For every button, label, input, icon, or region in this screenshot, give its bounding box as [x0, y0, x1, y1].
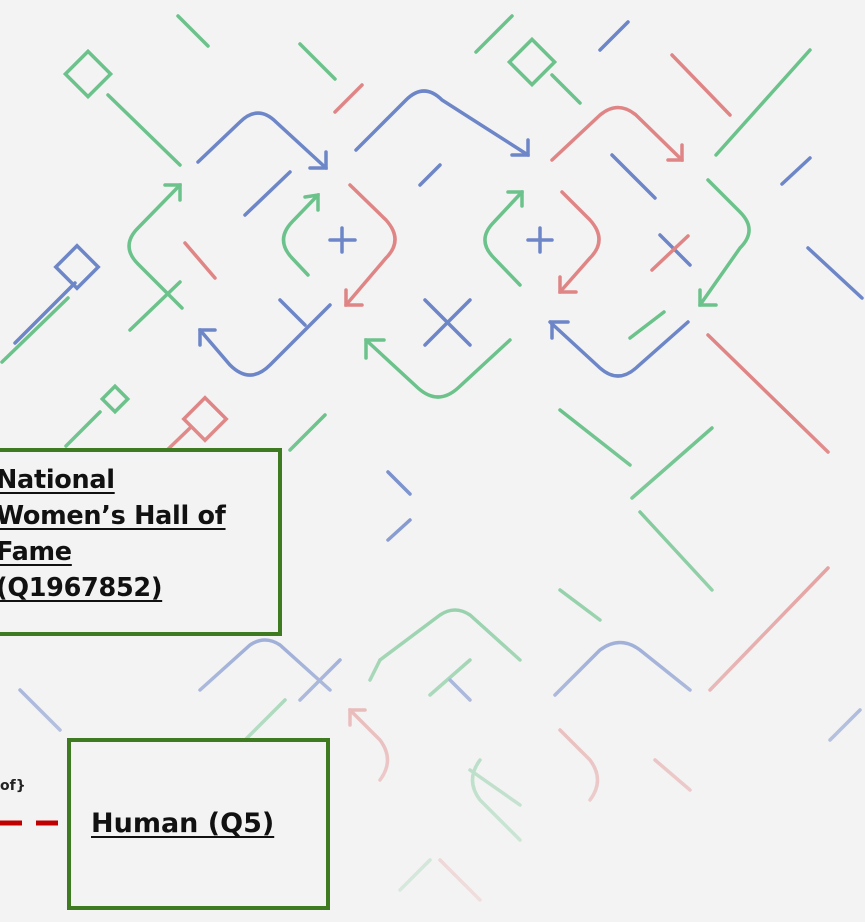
node-label[interactable]: Human (Q5) — [91, 806, 274, 842]
node-human[interactable]: Human (Q5) — [67, 738, 330, 910]
edge-label: of} — [0, 778, 26, 794]
node-national-womens-hall-of-fame[interactable]: National Women’s Hall of Fame (Q1967852) — [0, 448, 282, 636]
node-label[interactable]: National Women’s Hall of Fame (Q1967852) — [0, 462, 246, 606]
